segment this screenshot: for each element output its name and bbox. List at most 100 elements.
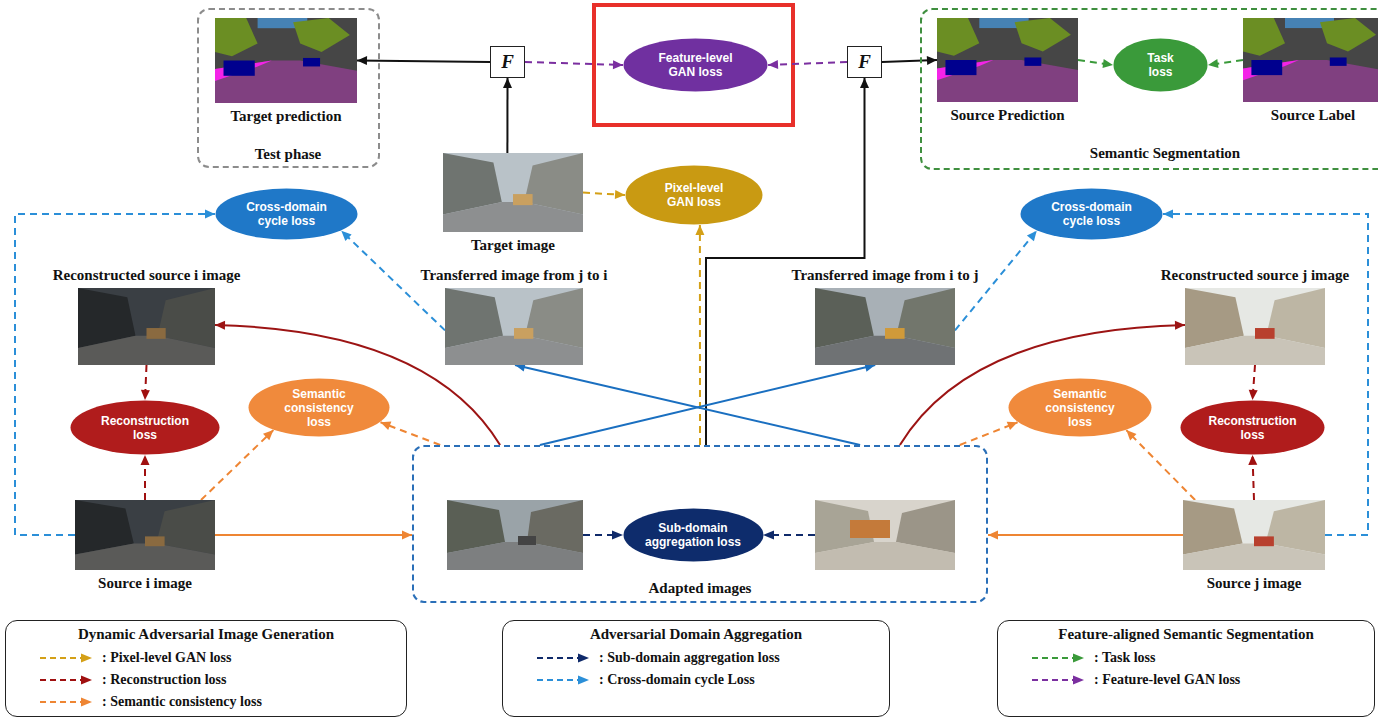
group-frame: Semantic SegmentationSource PredictionTa… <box>920 8 1378 170</box>
scene-picture <box>215 18 357 103</box>
pic-region <box>1254 536 1274 546</box>
pic-region <box>1330 57 1347 65</box>
legend-box: Adversarial Domain Aggregation: Sub-doma… <box>502 620 890 717</box>
arrow-head <box>503 78 512 88</box>
connector <box>1078 59 1113 68</box>
connector-line <box>768 62 847 65</box>
loss-label: Sub-domain aggregation loss <box>638 521 748 549</box>
pic-region <box>215 18 357 103</box>
legend-line-sample <box>537 674 589 686</box>
image-panel: Source Label <box>1243 18 1378 102</box>
connector-line <box>357 61 490 63</box>
connector-line <box>1126 430 1195 500</box>
legend-box: Feature-aligned Semantic Segmentation : T… <box>997 620 1375 717</box>
scene-picture <box>815 288 955 365</box>
arrow-head <box>1103 59 1114 68</box>
pic-region <box>1243 60 1378 102</box>
loss-ellipse: Semantic consistency loss <box>1008 378 1152 437</box>
image-caption: Target image <box>471 237 555 254</box>
legend-line-sample <box>40 674 92 686</box>
connector-line <box>215 534 412 536</box>
pic-region <box>443 202 583 232</box>
pic-region <box>1024 57 1041 65</box>
loss-ellipse: Cross-domain cycle loss <box>1020 188 1163 240</box>
image-caption: Source Label <box>1271 107 1355 124</box>
loss-ellipse: Cross-domain cycle loss <box>215 188 358 240</box>
arrow-head <box>215 321 225 330</box>
legend-text: : Cross-domain cycle Loss <box>599 671 755 689</box>
loss-ellipse: Semantic consistency loss <box>248 378 390 437</box>
legend-line-sample <box>1032 674 1084 686</box>
legend-line <box>1032 679 1074 681</box>
arrow-head <box>402 531 412 540</box>
loss-label: Task loss <box>1141 51 1181 79</box>
legend-entry: : Sub-domain aggregation loss <box>537 649 780 667</box>
image-caption: Transferred image from j to i <box>420 267 607 284</box>
arrow-head <box>695 225 704 235</box>
scene-picture <box>1185 288 1325 365</box>
pic-region <box>937 18 979 56</box>
group-frame: Adapted images Sub-domain aggregation los… <box>412 445 988 603</box>
loss-label: Reconstruction loss <box>1203 414 1303 442</box>
connector <box>525 60 623 69</box>
legend-entry: : Pixel-level GAN loss <box>40 649 231 667</box>
ellipse-fill <box>624 39 768 92</box>
legend-box: Dynamic Adversarial Image Generation: Pi… <box>5 620 407 717</box>
connector-line <box>381 422 441 445</box>
network-box: F <box>847 46 882 78</box>
pic-region <box>937 60 993 80</box>
legend-line-sample <box>40 652 92 664</box>
connector <box>503 78 512 153</box>
legend-entry: : Task loss <box>1032 649 1155 667</box>
connector <box>882 56 937 65</box>
pic-region <box>815 500 955 570</box>
ellipse-fill <box>626 166 763 225</box>
scene-picture <box>75 500 215 570</box>
arrow-head <box>141 390 150 400</box>
pic-region <box>885 328 905 339</box>
image-caption: Reconstructed source j image <box>1161 267 1349 284</box>
legend-line <box>537 657 579 659</box>
connector <box>540 363 875 445</box>
legend-text: : Sub-domain aggregation loss <box>599 649 780 667</box>
pic-region <box>293 18 350 52</box>
connector <box>201 430 273 500</box>
connector <box>215 531 412 540</box>
group-title: Adapted images <box>649 580 752 597</box>
pic-region <box>145 536 165 546</box>
connector-line <box>515 365 860 445</box>
image-panel: Reconstructed source i image <box>78 288 215 365</box>
connector-line <box>525 62 623 65</box>
legend-line <box>537 679 579 681</box>
connector <box>1208 59 1243 68</box>
pic-region <box>518 536 536 545</box>
pic-region <box>75 500 215 570</box>
connector <box>357 56 490 65</box>
loss-label: Cross-domain cycle loss <box>1044 200 1139 228</box>
pic-region <box>75 543 215 570</box>
pic-region <box>937 18 1078 102</box>
image-caption: Transferred image from i to j <box>791 267 978 284</box>
pic-region <box>1243 60 1299 80</box>
arrow-head <box>1007 422 1018 430</box>
loss-ellipse: Sub-domain aggregation loss <box>623 508 764 562</box>
legend-line <box>40 701 82 703</box>
image-caption: Source j image <box>1207 575 1302 592</box>
arrow-head <box>341 231 351 241</box>
legend-entry: : Reconstruction loss <box>40 671 226 689</box>
group-frame: Test phaseTarget prediction <box>197 8 380 168</box>
pic-region <box>445 336 583 365</box>
arrow-head <box>381 422 392 430</box>
connector <box>15 210 215 536</box>
network-box: F <box>490 46 525 78</box>
connector-line <box>506 78 508 153</box>
connector <box>1248 455 1257 500</box>
arrow-head <box>860 78 869 88</box>
loss-label: Reconstruction loss <box>95 414 195 442</box>
pic-region <box>850 520 890 538</box>
scene-picture <box>1183 500 1325 570</box>
loss-label: Feature-level GAN loss <box>646 51 746 79</box>
pic-region <box>1243 18 1378 102</box>
legend-title: Feature-aligned Semantic Segmentation <box>998 626 1374 643</box>
